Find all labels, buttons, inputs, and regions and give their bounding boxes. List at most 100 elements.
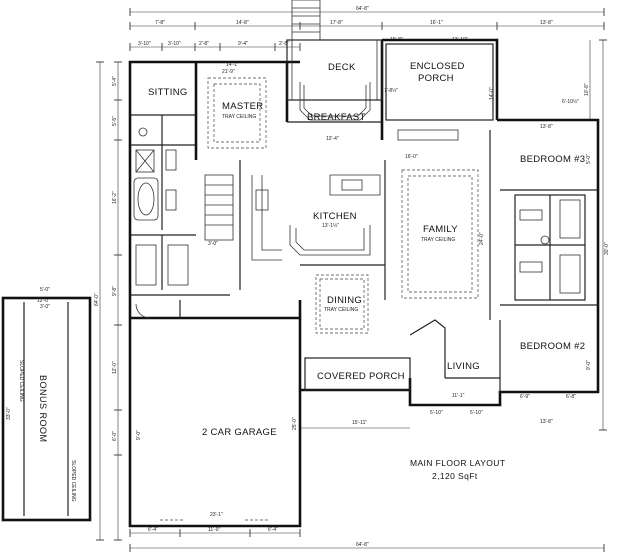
dim-bed2-w2: 6'-9": [520, 394, 530, 400]
dim-left-overall: 64'-0": [94, 293, 100, 306]
dim-stair-w: 3'-0": [208, 241, 218, 247]
dim-right-overall: 30'-0": [604, 242, 610, 255]
dim-bot-overall: 64'-8": [356, 542, 369, 548]
title-block: MAIN FLOOR LAYOUT 2,120 SqFt: [410, 458, 505, 481]
room-dining-ceiling: TRAY CEILING: [324, 307, 358, 313]
kitchen: KITCHEN 13'-1½": [251, 174, 381, 261]
dim-family-d: 24'-0": [479, 232, 485, 245]
shower: [135, 149, 155, 173]
bonus-sloped-left: SLOPED CEILING: [18, 360, 24, 402]
dim-garage-h: 9'-0": [136, 430, 142, 440]
garage: 2 CAR GARAGE 9'-0" 25'-0": [130, 300, 300, 521]
room-enclosed-line1: ENCLOSED: [410, 61, 465, 72]
dim-top-c: 17'-8": [330, 20, 343, 26]
dim-row2-a: 3'-10": [138, 41, 151, 47]
room-kitchen: KITCHEN: [313, 211, 357, 222]
dim-left-c: 16'-2": [112, 191, 118, 204]
room-master: MASTER: [222, 101, 263, 112]
dim-top-e: 13'-8": [540, 20, 553, 26]
dim-right-a: 10'-8": [584, 83, 590, 96]
dim-bonus-w3: 3'-0": [40, 304, 50, 310]
living-room: LIVING 11'-1" 5'-10" 5'-10": [409, 319, 501, 416]
dim-top-overall: 64'-8": [356, 6, 369, 12]
dim-bonus-w2: 12'-0": [37, 298, 50, 304]
room-dining: DINING: [327, 295, 362, 306]
dim-bot-c: 6'-4": [268, 527, 278, 533]
room-family-ceiling: TRAY CEILING: [421, 237, 455, 243]
dim-living-w2: 5'-10": [430, 410, 443, 416]
dim-row2-e: 2'-8": [279, 41, 289, 47]
breakfast-area: BREAKFAST 12'-4" 16'-0": [287, 112, 459, 160]
master-bath: [130, 115, 230, 296]
dim-deck-d: 7'-8½": [384, 87, 398, 94]
room-bedroom2: BEDROOM #2: [520, 341, 585, 352]
bathtub: [133, 177, 159, 221]
dim-row2-b: 3'-10": [168, 41, 181, 47]
dim-bonus-w: 5'-0": [40, 287, 50, 293]
dim-top-b: 14'-8": [236, 20, 249, 26]
family-room: FAMILY TRAY CEILING 24'-0": [384, 130, 491, 320]
dim-left-b: 5'-5": [112, 116, 118, 126]
shared-baths: [514, 194, 586, 301]
bottom-dimensions: 6'-4" 11'-0" 6'-4" 64'-8" 23'-1": [129, 512, 605, 552]
left-dimensions: 64'-0" 5'-4" 5'-5" 16'-2" 9'-8" 12'-0" 6…: [94, 61, 122, 541]
dim-bot-b: 11'-0": [208, 527, 221, 533]
bonus-room: 5'-0" 12'-0" 3'-0" 33'-0" SLOPED CEILING…: [1, 287, 92, 522]
stairs: 3'-0": [204, 160, 241, 290]
room-living: LIVING: [447, 361, 480, 372]
toilet: [138, 127, 148, 137]
dim-bedroom3-w: 13'-8": [540, 124, 553, 130]
bedroom-3: BEDROOM #3 13'-8": [500, 124, 598, 191]
fireplace: [397, 129, 459, 141]
dim-master-w: 14'-1": [226, 62, 239, 68]
room-breakfast: BREAKFAST: [307, 112, 366, 123]
room-master-ceiling: TRAY CEILING: [222, 114, 256, 120]
room-bedroom3: BEDROOM #3: [520, 154, 585, 165]
dim-living-w3: 5'-10": [470, 410, 483, 416]
title-line2: 2,120 SqFt: [432, 471, 478, 481]
kitchen-dim: 13'-1½": [322, 222, 339, 229]
room-covered-porch: COVERED PORCH: [317, 371, 405, 382]
room-enclosed-line2: PORCH: [418, 73, 454, 84]
bonus-sloped-right: SLOPED CEILING: [70, 460, 76, 502]
dim-bed2-w: 13'-8": [540, 419, 553, 425]
dim-master-w2: 21'-9": [222, 69, 235, 75]
covered-porch: COVERED PORCH 15'-11": [300, 357, 411, 429]
kitchen-sink: [341, 179, 363, 191]
dim-top-a: 7'-8": [155, 20, 165, 26]
dim-bot-a: 6'-4": [148, 527, 158, 533]
deck: DECK 7'-8½": [286, 0, 398, 121]
room-family: FAMILY: [423, 224, 458, 235]
dim-row2-d: 9'-4": [238, 41, 248, 47]
master-suite: SITTING MASTER TRAY CEILING 14'-1" 21'-9…: [130, 62, 267, 160]
bonus-room-label: BONUS ROOM: [38, 375, 48, 443]
dim-left-e: 12'-0": [112, 361, 118, 374]
dim-living-w: 11'-1": [452, 393, 465, 399]
dim-left-d: 9'-8": [112, 286, 118, 296]
dim-right-b: 5'-0": [586, 154, 592, 164]
dim-porch-w: 15'-11": [352, 420, 367, 426]
dim-row2-c: 2'-8": [199, 41, 209, 47]
deck-stairs: [291, 0, 321, 41]
dim-top-d: 16'-1": [430, 20, 443, 26]
dim-right-c: 9'-0": [586, 360, 592, 370]
dim-porch-d2: 6'-10½": [562, 98, 579, 105]
dining-room: DINING TRAY CEILING: [300, 264, 385, 334]
dim-bed2-w3: 6'-8": [566, 394, 576, 400]
dim-garage-h2: 25'-0": [292, 417, 298, 430]
dim-bonus-h: 33'-0": [6, 407, 12, 420]
bedroom-2: BEDROOM #2 13'-8" 6'-9" 6'-8": [500, 304, 598, 425]
dim-porch-d: 14'-0": [489, 87, 495, 100]
title-line1: MAIN FLOOR LAYOUT: [410, 458, 505, 468]
enclosed-porch: ENCLOSED PORCH: [385, 43, 494, 121]
room-garage: 2 CAR GARAGE: [202, 427, 277, 438]
top-dimensions: 64'-8" 7'-8" 14'-8" 17'-8" 16'-1" 13'-8"…: [129, 6, 605, 51]
dim-left-f: 6'-0": [112, 431, 118, 441]
room-deck: DECK: [328, 62, 356, 73]
right-dimensions: 30'-0" 10'-8" 5'-0" 9'-0" 6'-10½" 14'-0": [489, 39, 610, 431]
dim-breakfast-w: 12'-4": [326, 136, 339, 142]
dim-left-a: 5'-4": [112, 76, 118, 86]
room-sitting: SITTING: [148, 87, 188, 98]
dim-breakfast-w2: 16'-0": [405, 154, 418, 160]
